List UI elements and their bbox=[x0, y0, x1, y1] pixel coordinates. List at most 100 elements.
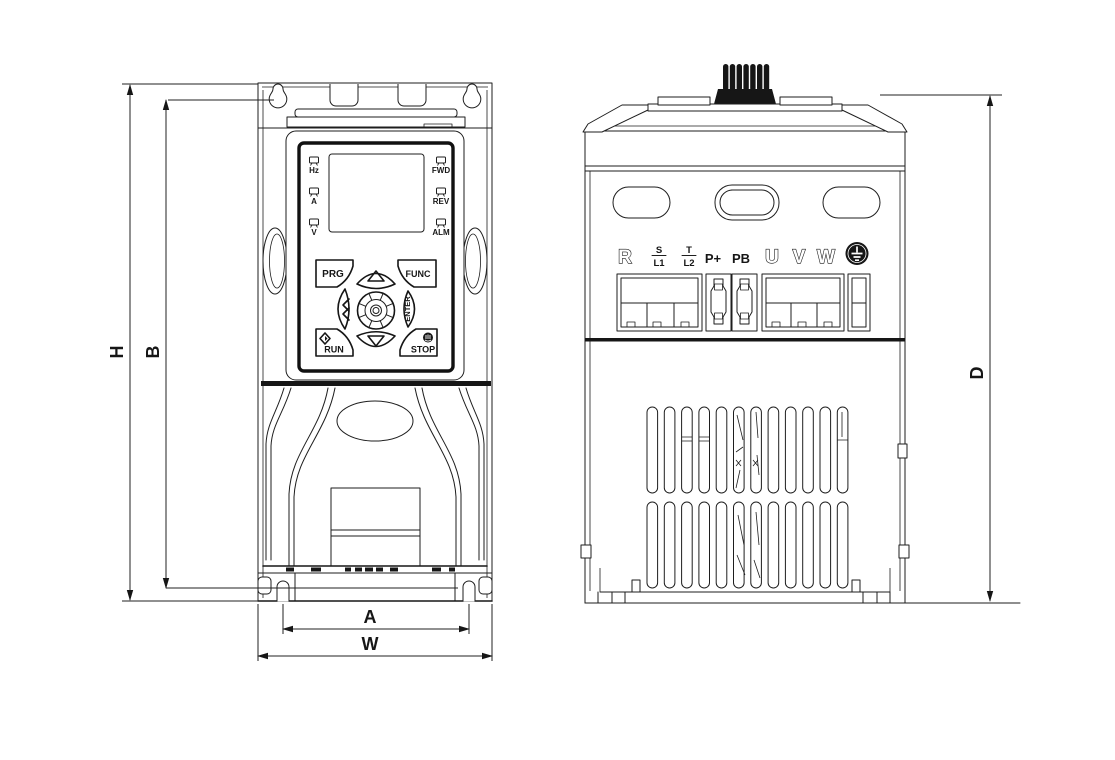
led-icon bbox=[436, 218, 446, 226]
vent-grille bbox=[646, 406, 849, 589]
terminal-blocks bbox=[616, 273, 871, 332]
arrow-left-icon bbox=[257, 652, 268, 660]
keyhole-mount-hole-icon bbox=[462, 83, 482, 109]
top-tab-left bbox=[329, 84, 359, 107]
shift-chevrons-icon bbox=[342, 298, 350, 321]
status-indicators: Hz A V FWD REV bbox=[309, 156, 450, 237]
p-plus-terminal-block bbox=[705, 273, 732, 332]
arrow-right-icon bbox=[482, 652, 493, 660]
mounting-slot bbox=[276, 580, 290, 602]
enter-button-label: ENTER bbox=[403, 296, 412, 322]
run-button[interactable] bbox=[315, 328, 354, 357]
knockout-oval-center bbox=[714, 184, 780, 221]
dimension-overall-height: H bbox=[107, 83, 258, 602]
dimension-mounting-width: A bbox=[282, 604, 470, 634]
terminal-label-w: W bbox=[817, 247, 835, 268]
terminal-label-r: R bbox=[618, 247, 632, 268]
up-arrow-icon bbox=[367, 270, 385, 282]
panel-divider bbox=[585, 338, 905, 342]
display-screen bbox=[328, 153, 425, 233]
arrow-down-icon bbox=[986, 591, 994, 602]
cable-knockouts bbox=[612, 184, 881, 221]
cover-seam bbox=[261, 381, 491, 386]
indicator-label-rev: REV bbox=[433, 197, 450, 206]
keypad: PRG FUNC ENTER RUN bbox=[315, 259, 438, 357]
down-button[interactable] bbox=[356, 330, 396, 348]
earth-terminal-icon bbox=[845, 242, 869, 265]
cover-oval-emboss bbox=[336, 400, 414, 442]
dimension-depth: D bbox=[880, 94, 1002, 602]
indicator-label-alm: ALM bbox=[432, 228, 450, 237]
dimension-annotations: H B A W bbox=[107, 83, 1002, 661]
internal-components-hint bbox=[682, 411, 848, 579]
seam-dashes bbox=[286, 567, 455, 572]
knockout-oval-left bbox=[612, 186, 671, 219]
thumbwheel-knob-icon bbox=[714, 64, 776, 104]
top-corner-cap-left bbox=[582, 104, 649, 133]
side-ear-left bbox=[262, 227, 288, 295]
led-icon bbox=[436, 156, 446, 164]
led-indicator-alm: ALM bbox=[432, 218, 450, 237]
dimension-label-a: A bbox=[364, 607, 377, 627]
dimension-label-b: B bbox=[143, 346, 163, 359]
side-ear-right bbox=[462, 227, 488, 295]
terminal-label-l1: L1 bbox=[653, 258, 665, 269]
run-diamond-icon bbox=[319, 332, 331, 345]
terminal-label-u: U bbox=[765, 247, 779, 268]
prg-button-label: PRG bbox=[322, 269, 344, 280]
indicator-label-hz: Hz bbox=[309, 166, 319, 175]
arrow-up-icon bbox=[162, 99, 170, 110]
terminal-view: R S L1 T L2 P+ PB U V W bbox=[580, 64, 1021, 604]
dimension-label-d: D bbox=[967, 367, 987, 380]
terminal-label-pb: PB bbox=[732, 251, 750, 266]
led-icon bbox=[436, 187, 446, 195]
terminal-labels: R S L1 T L2 P+ PB U V W bbox=[618, 242, 869, 269]
indicator-label-v: V bbox=[311, 228, 317, 237]
top-tab-right bbox=[397, 84, 427, 107]
func-button-label: FUNC bbox=[406, 269, 431, 279]
led-indicator-a: A bbox=[309, 187, 319, 206]
terminal-cover bbox=[330, 487, 421, 567]
dimension-label-w: W bbox=[362, 634, 379, 654]
func-button[interactable] bbox=[397, 259, 437, 288]
dimension-mounting-height: B bbox=[143, 99, 458, 589]
dimension-label-h: H bbox=[107, 346, 127, 359]
dimension-overall-width: W bbox=[257, 604, 493, 661]
arrow-down-icon bbox=[162, 578, 170, 589]
keyhole-mount-hole-icon bbox=[268, 83, 288, 109]
stop-button-label: STOP bbox=[411, 345, 435, 355]
top-mounting-area bbox=[268, 83, 482, 128]
knockout-oval-right bbox=[822, 186, 881, 219]
prg-button[interactable] bbox=[315, 259, 354, 288]
led-indicator-fwd: FWD bbox=[432, 156, 450, 175]
lower-cover bbox=[261, 381, 491, 567]
bottom-mounting-bracket bbox=[257, 565, 493, 602]
down-arrow-icon bbox=[367, 335, 385, 347]
arrow-up-icon bbox=[986, 95, 994, 106]
terminal-view-bottom bbox=[580, 443, 1021, 604]
arrow-left-icon bbox=[282, 625, 293, 633]
enter-button[interactable] bbox=[403, 290, 416, 328]
terminal-label-p-plus: P+ bbox=[705, 251, 722, 266]
top-corner-cap-right bbox=[841, 104, 908, 133]
arrow-right-icon bbox=[459, 625, 470, 633]
indicator-label-a: A bbox=[311, 197, 317, 206]
stop-hand-icon bbox=[423, 332, 433, 343]
indicator-label-fwd: FWD bbox=[432, 166, 450, 175]
led-indicator-v: V bbox=[309, 218, 319, 237]
mounting-slot bbox=[462, 580, 476, 602]
led-indicator-hz: Hz bbox=[309, 156, 319, 175]
run-button-label: RUN bbox=[324, 345, 344, 355]
terminal-label-l2: L2 bbox=[683, 258, 694, 269]
pb-terminal-block bbox=[731, 273, 758, 332]
led-icon bbox=[309, 218, 319, 226]
arrow-up-icon bbox=[126, 84, 134, 95]
front-view: Hz A V FWD REV bbox=[257, 82, 493, 602]
arrow-down-icon bbox=[126, 590, 134, 601]
jog-dial[interactable] bbox=[356, 291, 396, 330]
led-icon bbox=[309, 187, 319, 195]
terminal-label-v: V bbox=[793, 247, 806, 268]
led-icon bbox=[309, 156, 319, 164]
